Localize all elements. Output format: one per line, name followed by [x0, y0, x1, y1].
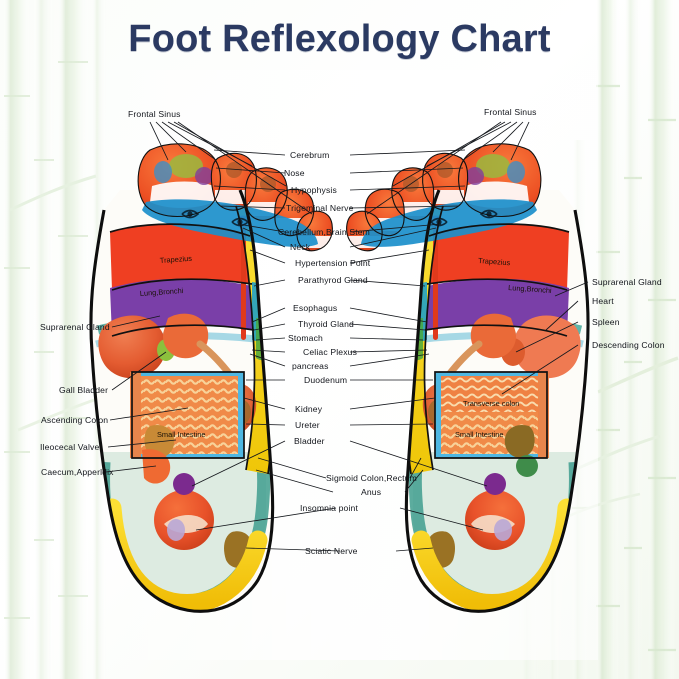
label-descending-colon: Descending Colon [592, 340, 665, 350]
label-esophagus: Esophagus [293, 303, 337, 313]
label-layer: Frontal Sinus Frontal Sinus Cerebrum Nos… [40, 107, 665, 556]
label-frontal-sinus-right: Frontal Sinus [484, 107, 537, 117]
label-ureter: Ureter [295, 420, 320, 430]
label-ascending-colon: Ascending Colon [41, 415, 108, 425]
label-trigeminal-nerve: Trigeminal Nerve [286, 203, 354, 213]
label-lung-bronchi-left: Lung,Bronchi [140, 286, 184, 298]
label-sciatic-nerve: Sciatic Nerve [305, 546, 358, 556]
label-celiac-plexus: Celiac Plexus [303, 347, 357, 357]
leader-lines [105, 121, 589, 552]
label-neck: Neck [290, 242, 311, 252]
label-trapezius-right: Trapezius [478, 256, 511, 267]
label-frontal-sinus-left: Frontal Sinus [128, 109, 181, 119]
label-gall-bladder: Gall Bladder [59, 385, 108, 395]
right-foot-illustration [345, 143, 590, 613]
label-sigmoid-colon-rectum: Sigmoid Colon,Rectum [326, 473, 417, 483]
page-title: Foot Reflexology Chart [128, 18, 551, 60]
label-small-intestine-left: Small Intestine [157, 430, 205, 439]
label-bladder: Bladder [294, 436, 325, 446]
label-suprarenal-gland-right: Suprarenal Gland [592, 277, 662, 287]
label-caecum-appendix: Caecum,Apperldix [41, 467, 114, 477]
left-foot-illustration [89, 143, 334, 613]
label-insomnia-point: Insomnia point [300, 503, 358, 513]
label-stomach: Stomach [288, 333, 323, 343]
label-pancreas: pancreas [292, 361, 329, 371]
label-kidney: Kidney [295, 404, 323, 414]
label-hypertension-point: Hypertension Point [295, 258, 371, 268]
label-nose: Nose [284, 168, 305, 178]
label-trapezius-left: Trapezius [160, 254, 193, 265]
label-hypophysis: Hypophysis [291, 185, 337, 195]
label-cerebellum-brain-stem: Cerebellum,Brain Stem [278, 227, 370, 237]
label-lung-bronchi-right: Lung,Bronchi [508, 283, 552, 295]
label-anus: Anus [361, 487, 381, 497]
label-transverse-colon-right: Transverse colon [463, 399, 519, 408]
label-parathyroid-gland: Parathyrod Gland [298, 275, 368, 285]
label-spleen: Spleen [592, 317, 620, 327]
label-heart: Heart [592, 296, 614, 306]
label-small-intestine-right: Small Intestine [455, 430, 503, 439]
label-suprarenal-gland-left: Suprarenal Gland [40, 322, 110, 332]
label-cerebrum: Cerebrum [290, 150, 329, 160]
label-ileocecal-valve: Ileocecal Valve [40, 442, 99, 452]
label-thyroid-gland: Thyroid Gland [298, 319, 354, 329]
label-duodenum: Duodenum [304, 375, 347, 385]
